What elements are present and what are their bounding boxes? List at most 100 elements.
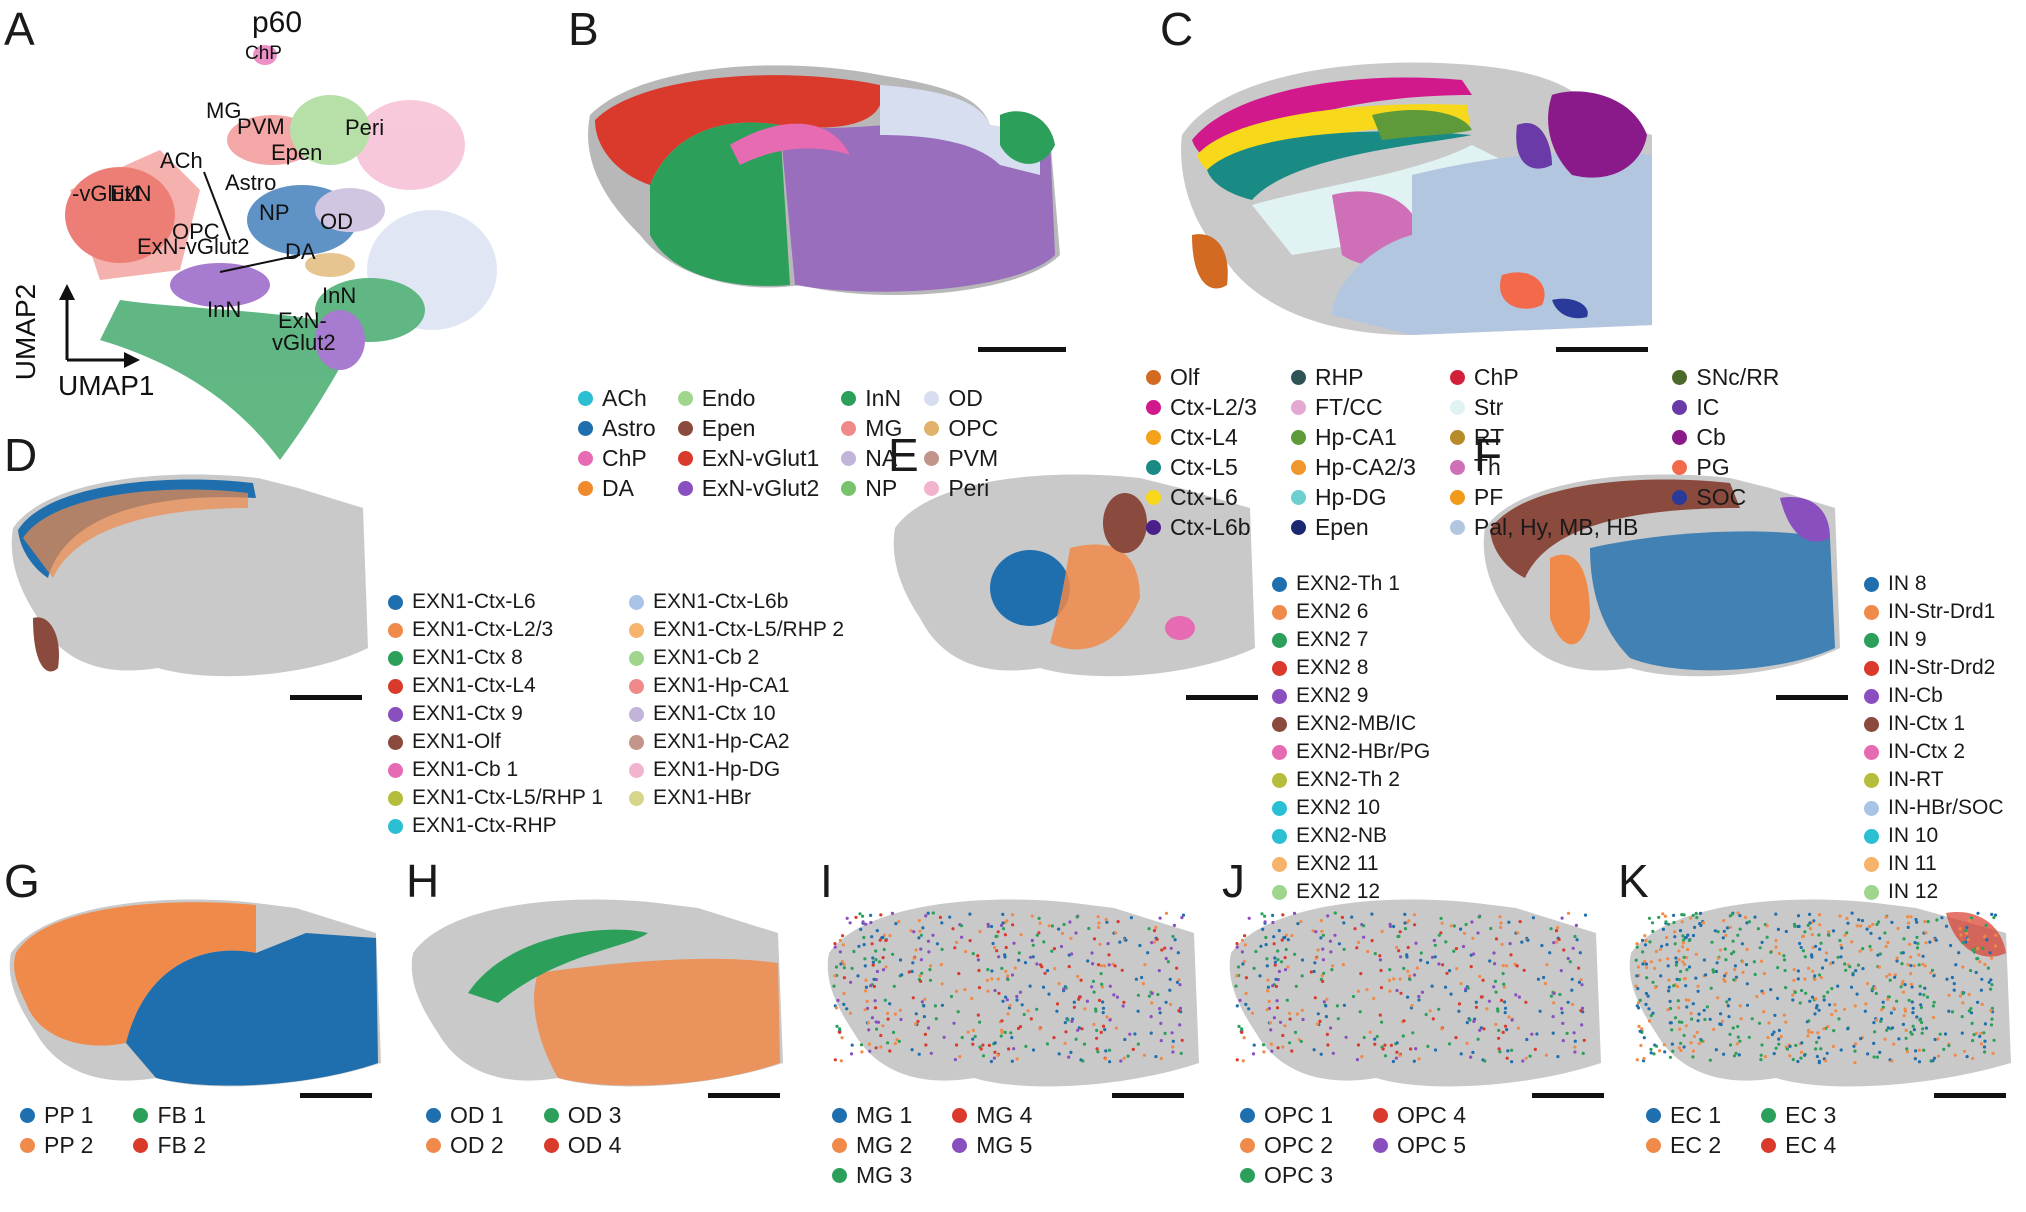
cell-dot: [1807, 1019, 1811, 1023]
cell-dot: [1497, 1047, 1501, 1051]
cell-dot: [1280, 938, 1284, 942]
cell-dot: [1698, 911, 1703, 915]
cell-dot: [1848, 965, 1852, 969]
legend-item: PP 1: [20, 1100, 93, 1130]
legend-item: EXN1-Ctx-L5/RHP 2: [629, 616, 844, 644]
legend-item: Ctx-L2/3: [1146, 392, 1257, 422]
cell-dot: [1004, 969, 1008, 973]
legend-item: OPC 1: [1240, 1100, 1333, 1130]
umap-label-epen: Epen: [271, 140, 323, 165]
cell-dot: [1730, 952, 1734, 956]
cell-dot: [859, 1043, 864, 1047]
cell-dot: [1670, 1042, 1674, 1046]
cell-dot: [1725, 1000, 1729, 1004]
legend-label: OD: [948, 385, 983, 411]
legend-swatch-icon: [388, 650, 403, 666]
cell-dot: [1122, 1056, 1126, 1060]
cell-dot: [1267, 1006, 1272, 1011]
cell-dot: [1904, 1036, 1908, 1040]
cell-dot: [992, 1056, 996, 1060]
cell-dot: [1335, 1004, 1339, 1008]
cell-dot: [1309, 970, 1313, 974]
cell-dot: [1663, 914, 1667, 918]
legend-swatch-icon: [1449, 459, 1465, 475]
cell-dot: [1063, 1041, 1067, 1045]
cell-dot: [993, 945, 997, 950]
cell-dot: [888, 933, 892, 938]
cell-dot: [1892, 1006, 1896, 1010]
cell-dot: [1691, 933, 1696, 938]
cell-dot: [1321, 958, 1325, 962]
cell-dot: [995, 934, 999, 938]
cell-dot: [1636, 965, 1641, 969]
legend-item: Endo: [677, 383, 820, 413]
cell-dot: [1772, 1052, 1776, 1056]
legend-swatch-icon: [677, 450, 693, 466]
legend-swatch-icon: [1240, 1167, 1255, 1183]
cell-dot: [1273, 956, 1277, 960]
cell-dot: [1241, 962, 1245, 966]
cell-dot: [1929, 971, 1933, 975]
cell-dot: [1682, 955, 1686, 959]
cell-dot: [1915, 946, 1920, 950]
legend-item: OPC 2: [1240, 1130, 1333, 1160]
cell-dot: [942, 1035, 946, 1039]
cell-dot: [1679, 1041, 1683, 1045]
cell-dot: [1677, 1046, 1681, 1050]
cell-dot: [1113, 964, 1117, 968]
cell-dot: [1736, 1024, 1740, 1029]
cell-dot: [1989, 1023, 1994, 1027]
cell-dot: [1448, 969, 1452, 973]
cell-dot: [1792, 922, 1797, 926]
legend-item: Astro: [578, 413, 656, 443]
cell-dot: [1689, 1041, 1693, 1045]
cell-dot: [1649, 960, 1653, 964]
legend-item: EXN1-Ctx-L4: [388, 672, 603, 700]
cell-dot: [1342, 921, 1346, 925]
cell-dot: [875, 969, 879, 974]
cell-dot: [1086, 959, 1090, 963]
cell-dot: [1892, 1042, 1896, 1046]
cell-dot: [1740, 942, 1744, 946]
legend-item: PF: [1449, 482, 1638, 512]
panel-label-f: F: [1474, 429, 1503, 481]
cell-dot: [1244, 1002, 1248, 1006]
cell-dot: [1040, 965, 1044, 969]
legend-item: EXN1-Hp-CA2: [629, 728, 844, 756]
cell-dot: [1897, 1037, 1901, 1041]
cell-dot: [1674, 963, 1678, 967]
cell-dot: [834, 1006, 839, 1010]
cell-dot: [1670, 1028, 1674, 1032]
cell-dot: [1874, 1018, 1879, 1022]
cell-dot: [963, 988, 967, 992]
cell-dot: [1932, 1056, 1937, 1060]
cell-dot: [1650, 921, 1655, 925]
cell-dot: [1667, 978, 1671, 982]
cell-dot: [1914, 917, 1918, 922]
cell-dot: [1010, 913, 1015, 917]
cell-dot: [1140, 975, 1144, 980]
cell-dot: [1980, 977, 1984, 981]
cell-dot: [1313, 961, 1317, 965]
legend-swatch-icon: [543, 1137, 559, 1153]
cell-dot: [1300, 1008, 1304, 1012]
cell-dot: [1641, 962, 1645, 966]
cell-dot: [1085, 999, 1089, 1003]
cell-dot: [867, 1042, 871, 1046]
cell-dot: [954, 989, 959, 993]
legend-swatch-icon: [1864, 688, 1879, 704]
cell-dot: [1913, 1057, 1917, 1061]
cell-dot: [1168, 988, 1172, 992]
cell-dot: [1437, 962, 1441, 966]
cell-dot: [1736, 911, 1740, 915]
cell-dot: [1470, 920, 1474, 924]
cell-dot: [1566, 911, 1571, 915]
cell-dot: [1055, 1002, 1060, 1006]
cell-dot: [1482, 1027, 1486, 1031]
cell-dot: [1839, 943, 1843, 947]
legend-swatch-icon: [629, 734, 645, 750]
cell-dot: [1712, 1027, 1716, 1031]
legend-item: IN 11: [1864, 850, 2004, 878]
